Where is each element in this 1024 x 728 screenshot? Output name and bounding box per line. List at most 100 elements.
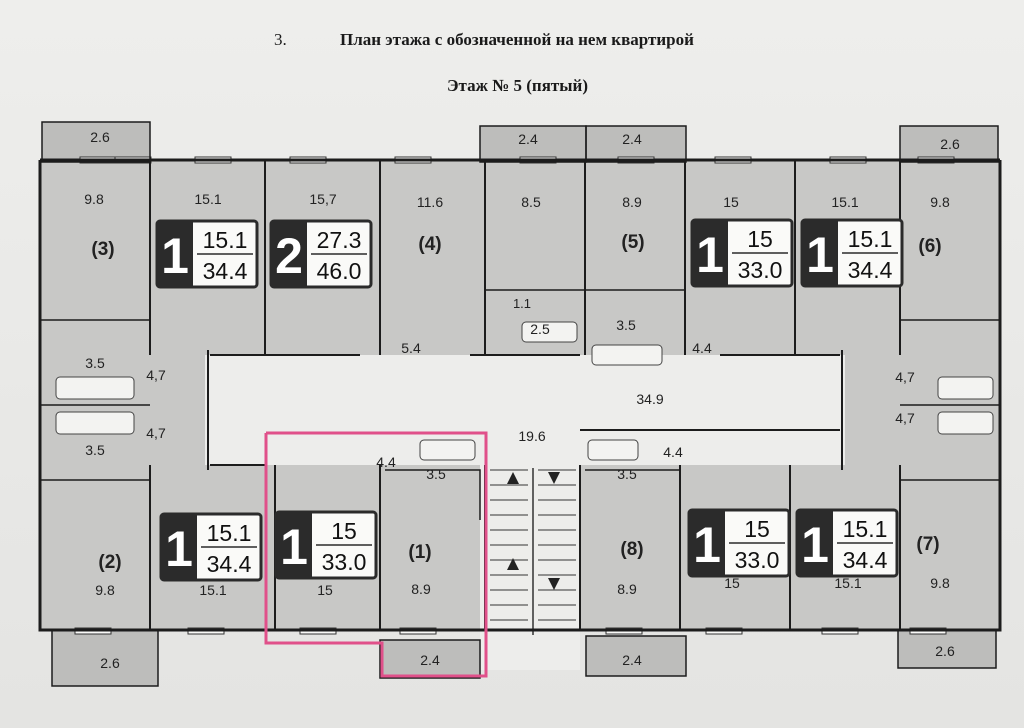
walls-layer xyxy=(38,121,1002,687)
room-area-5-4: 5.4 xyxy=(401,340,421,356)
apartment-label-8: (8) xyxy=(620,539,643,560)
apartment-label-7: (7) xyxy=(916,534,939,555)
balcony-outline-bottom-left xyxy=(51,629,159,687)
balcony-top-left xyxy=(42,122,150,162)
room-area-4-7-bottom-right: 4,7 xyxy=(895,410,915,426)
stair-arrow-up-2 xyxy=(507,558,519,570)
room-area-15-1-top: 15.1 xyxy=(194,191,221,207)
balcony-outline-top-left xyxy=(41,121,151,163)
badge-room-count: 1 xyxy=(693,517,721,573)
badge-dark-block xyxy=(276,512,312,578)
room-area-stairwell: 19.6 xyxy=(518,428,545,444)
balcony-outline-bottom-center-right xyxy=(585,635,687,677)
room-area-kitchen-apt8: 8.9 xyxy=(617,581,637,597)
room-area-15-7-top: 15,7 xyxy=(309,191,336,207)
room-area-3-5-apt1: 3.5 xyxy=(426,466,446,482)
balcony-top-center-left xyxy=(480,126,586,162)
bath-wall-apt1 xyxy=(385,469,481,520)
apartment-label-5: (5) xyxy=(621,232,644,253)
bathtub-left-bottom xyxy=(55,411,135,435)
badge-room-count: 1 xyxy=(165,521,193,577)
apartment-label-6: (6) xyxy=(918,236,941,257)
room-area-15-1-bottom-right: 15.1 xyxy=(834,575,861,591)
badge-total-area: 34.4 xyxy=(843,547,888,573)
balcony-bottom-left xyxy=(52,630,158,686)
room-area-corridor: 34.9 xyxy=(636,391,663,407)
room-area-11-6-top: 11.6 xyxy=(417,194,443,210)
room-area-3-5-apt8: 3.5 xyxy=(617,466,637,482)
bathtub-apt1 xyxy=(419,439,476,461)
badge-total-area: 34.4 xyxy=(207,551,252,577)
balcony-outline-bottom-right xyxy=(897,629,997,669)
section-number: 3. xyxy=(274,30,287,49)
balcony-area-bottom-center-left: 2.4 xyxy=(420,652,440,668)
room-area-kitchen-apt3: 9.8 xyxy=(84,191,104,207)
room-area-3-5-bottom-left: 3.5 xyxy=(85,442,105,458)
badge-total-area: 34.4 xyxy=(848,257,893,283)
room-area-4-4-apt1: 4.4 xyxy=(376,454,396,470)
badge-living-area: 15.1 xyxy=(843,516,888,542)
badge-dark-block xyxy=(157,221,193,287)
room-area-4-7-top-left: 4,7 xyxy=(146,367,166,383)
bathtub-top-center-left xyxy=(521,321,578,343)
selected-apartment-outline xyxy=(264,431,488,678)
balcony-outline-bottom-center-left xyxy=(379,639,481,679)
balcony-area-bottom-left: 2.6 xyxy=(100,655,120,671)
room-area-2-5: 2.5 xyxy=(530,321,550,337)
badge-dark-block xyxy=(692,220,728,286)
balcony-area-top-center-right: 2.4 xyxy=(622,131,642,147)
bathtub-right-top xyxy=(937,376,994,400)
room-area-15-bottom: 15 xyxy=(317,582,333,598)
room-area-4-4-top: 4.4 xyxy=(692,340,712,356)
balcony-bottom-right xyxy=(898,630,996,668)
badge-room-count: 1 xyxy=(696,227,724,283)
balcony-bottom-center-right xyxy=(586,636,686,676)
badge-dark-block xyxy=(271,221,307,287)
balcony-area-bottom-right: 2.6 xyxy=(935,643,955,659)
page-title: План этажа с обозначенной на нем квартир… xyxy=(340,30,694,49)
bathtub-top-center-right xyxy=(591,344,663,366)
balcony-area-top-right: 2.6 xyxy=(940,136,960,152)
room-area-1-1: 1.1 xyxy=(513,296,531,311)
apartment-badge-b1: 1 15.1 34.4 xyxy=(159,512,263,582)
balcony-area-top-left: 2.6 xyxy=(90,129,110,145)
room-area-15-bottom-right: 15 xyxy=(724,575,740,591)
badge-dark-block xyxy=(802,220,838,286)
badge-total-area: 33.0 xyxy=(735,547,780,573)
room-area-15-1-top-right: 15.1 xyxy=(831,194,858,210)
badge-living-area: 15.1 xyxy=(203,227,248,253)
room-area-kitchen-apt2: 9.8 xyxy=(95,582,115,598)
badge-room-count: 1 xyxy=(806,227,834,283)
badge-living-area: 15 xyxy=(331,518,357,544)
room-area-4-7-bottom-left: 4,7 xyxy=(146,425,166,441)
apartment-label-4: (4) xyxy=(418,234,441,255)
room-area-kitchen-apt6: 9.8 xyxy=(930,194,950,210)
badge-total-area: 33.0 xyxy=(322,549,367,575)
stair-arrow-up-1 xyxy=(507,472,519,484)
room-area-3-5-top-center: 3.5 xyxy=(616,317,636,333)
floor-title: Этаж № 5 (пятый) xyxy=(447,76,588,95)
apartment-label-1: (1) xyxy=(408,542,431,563)
room-area-3-5-top-left: 3.5 xyxy=(85,355,105,371)
room-area-8-9-top: 8.9 xyxy=(622,194,642,210)
badge-total-area: 46.0 xyxy=(317,258,362,284)
badge-living-area: 15.1 xyxy=(848,226,893,252)
badge-living-area: 15.1 xyxy=(207,520,252,546)
badge-total-area: 33.0 xyxy=(738,257,783,283)
room-area-kitchen-apt1: 8.9 xyxy=(411,581,431,597)
badge-living-area: 27.3 xyxy=(317,227,362,253)
balcony-outline-top-right xyxy=(899,125,999,163)
apartment-label-3: (3) xyxy=(91,239,114,260)
room-area-15-top: 15 xyxy=(723,194,739,210)
room-area-15-1-bottom: 15.1 xyxy=(199,582,226,598)
apartment-label-2: (2) xyxy=(98,552,121,573)
bathtub-apt8 xyxy=(587,439,639,461)
